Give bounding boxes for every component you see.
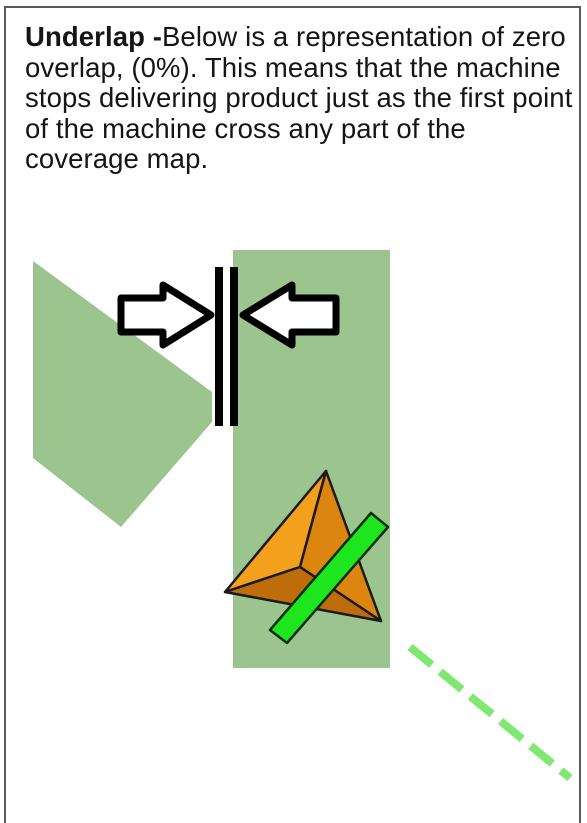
- spray-trail: [410, 647, 570, 778]
- zero-gap-lines: [219, 267, 234, 426]
